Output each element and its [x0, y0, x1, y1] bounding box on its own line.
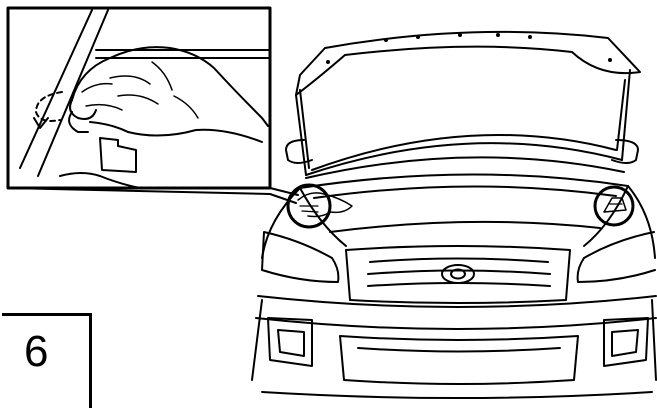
- hood-strip-fasteners: [326, 33, 612, 64]
- right-clip-highlight: [595, 187, 633, 225]
- detail-inset: [8, 8, 298, 203]
- step-number: 6: [24, 330, 48, 374]
- vehicle-front-illustration: [252, 32, 656, 398]
